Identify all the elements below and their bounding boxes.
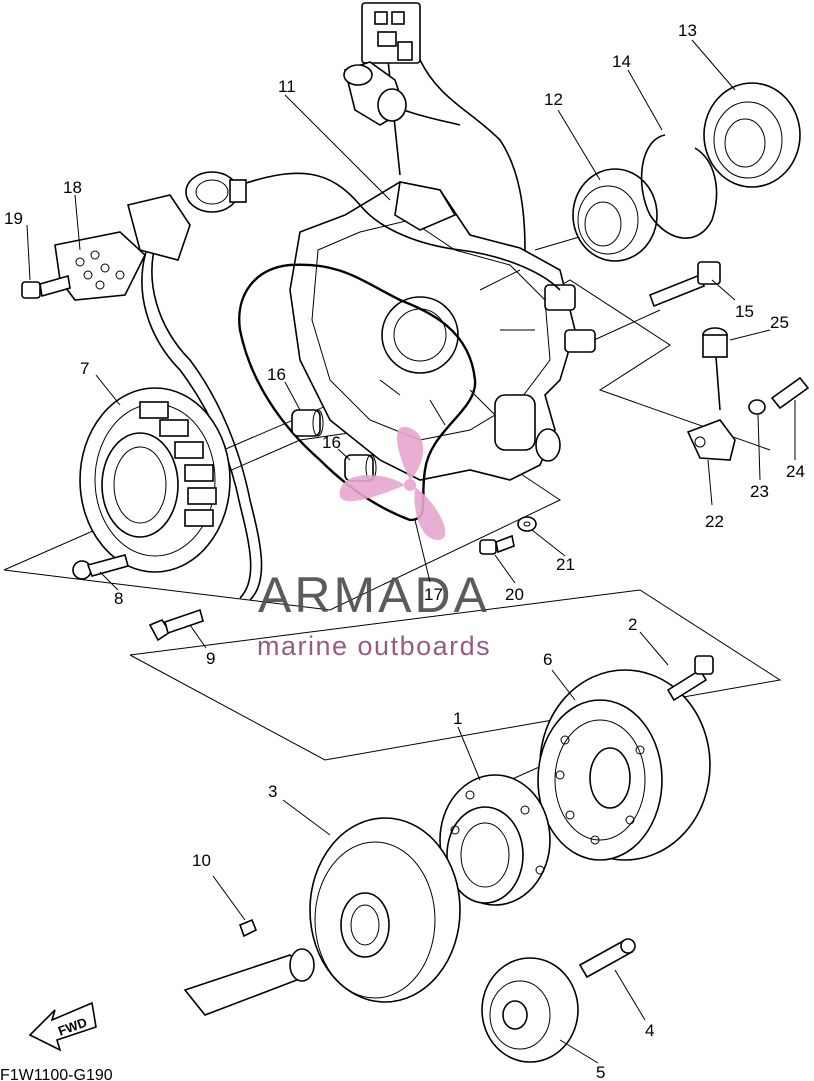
part-number-1: 1 xyxy=(453,709,462,728)
fwd-arrow-icon: FWD xyxy=(28,1001,97,1052)
part-number-3: 3 xyxy=(268,782,277,801)
bracket-part-18 xyxy=(54,194,191,301)
part-number-23: 23 xyxy=(750,482,769,501)
part-number-20: 20 xyxy=(505,585,524,604)
rotor-part-6 xyxy=(537,669,711,861)
starter-clutch-part-1 xyxy=(439,774,551,906)
shaft-part-4 xyxy=(578,938,636,979)
bolt-part-20 xyxy=(479,534,515,555)
part-number-22: 22 xyxy=(705,512,724,531)
part-number-24: 24 xyxy=(786,462,805,481)
watermark-tagline: marine outboards xyxy=(257,631,491,661)
part-number-14: 14 xyxy=(612,52,631,71)
part-number-6: 6 xyxy=(543,650,552,669)
bearing-part-13 xyxy=(703,82,801,188)
part-number-18: 18 xyxy=(63,178,82,197)
part-number-labels: 1 2 3 4 5 6 7 8 9 10 11 12 13 14 15 16 1… xyxy=(4,21,805,1081)
dowel-part-16-upper xyxy=(291,409,324,437)
bolt-part-9 xyxy=(148,608,204,642)
circlip-part-14 xyxy=(640,134,718,239)
cable-grommet xyxy=(185,171,247,213)
part-number-17: 17 xyxy=(424,585,443,604)
clamp-part-22 xyxy=(686,419,736,461)
wire-connector-block xyxy=(361,2,421,64)
part-number-7: 7 xyxy=(80,359,89,378)
washer-part-21 xyxy=(517,516,537,532)
bolt-part-8 xyxy=(72,554,129,580)
part-number-13: 13 xyxy=(678,21,697,40)
part-number-2: 2 xyxy=(628,615,637,634)
diagram-code: F1W1100-G190 xyxy=(0,1067,113,1081)
part-number-10: 10 xyxy=(192,851,211,870)
part-number-8: 8 xyxy=(114,589,123,608)
cap-part-25 xyxy=(702,327,728,411)
part-number-12: 12 xyxy=(544,90,563,109)
armada-watermark: ARMADA marine outboards xyxy=(257,426,491,661)
screw-part-19 xyxy=(21,274,71,299)
stator-part-7 xyxy=(79,387,231,573)
cover-housing-part-11 xyxy=(289,181,596,481)
key-part-10 xyxy=(238,918,258,938)
oil-seal-part-12 xyxy=(572,168,658,262)
bolt-part-2 xyxy=(666,655,714,702)
part-number-9: 9 xyxy=(206,649,215,668)
part-number-21: 21 xyxy=(556,555,575,574)
part-number-11: 11 xyxy=(278,77,296,96)
crankshaft xyxy=(183,948,315,1016)
part-number-5: 5 xyxy=(596,1063,605,1081)
round-wire-coupler xyxy=(343,61,407,126)
washer-part-23 xyxy=(748,399,766,415)
starter-gear-part-3 xyxy=(309,817,461,1003)
part-number-4: 4 xyxy=(645,1021,654,1040)
part-number-19: 19 xyxy=(4,209,23,228)
watermark-brand: ARMADA xyxy=(258,567,490,623)
part-number-16b: 16 xyxy=(322,433,341,452)
leader-lines xyxy=(26,39,796,1064)
idler-gear-part-5 xyxy=(481,957,579,1063)
part-number-25: 25 xyxy=(770,313,789,332)
part-number-16a: 16 xyxy=(267,365,286,384)
propeller-logo-icon xyxy=(339,426,446,540)
bolt-part-24 xyxy=(770,376,810,410)
bolt-part-15 xyxy=(648,261,721,308)
part-number-15: 15 xyxy=(735,302,754,321)
